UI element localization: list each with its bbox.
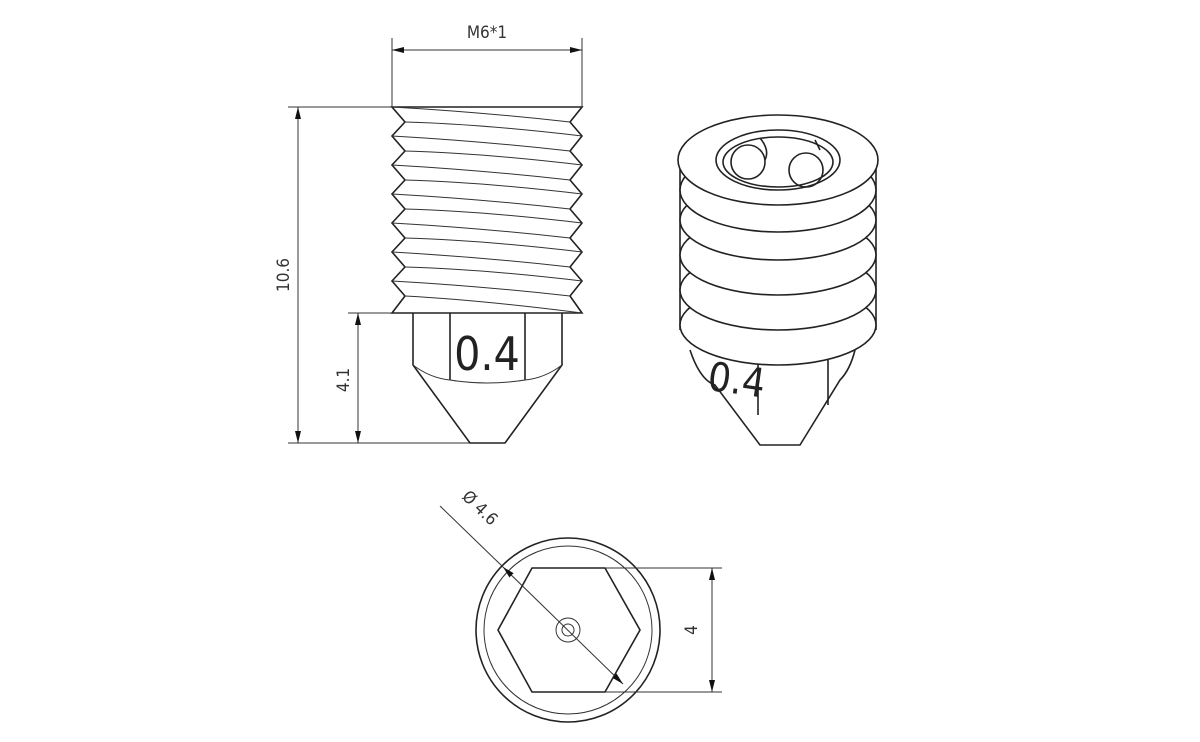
total-length-label: 10.6 bbox=[274, 258, 294, 292]
thread-body bbox=[390, 106, 584, 314]
thread-width-dimension: M6*1 bbox=[391, 23, 583, 107]
hex-and-cone: 0.4 bbox=[412, 313, 563, 444]
bottom-view: 4 Ø 4.6 bbox=[439, 487, 722, 723]
diameter-dimension: Ø 4.6 bbox=[439, 487, 624, 685]
diameter-label: Ø 4.6 bbox=[458, 487, 502, 530]
hex-flat-dimension: 4 bbox=[605, 567, 722, 693]
hex-length-label: 4.1 bbox=[334, 368, 354, 392]
hex-length-dimension: 4.1 bbox=[334, 312, 392, 443]
nozzle-size-marking-iso: 0.4 bbox=[705, 354, 768, 408]
front-view: M6*1 10.6 4.1 bbox=[274, 23, 584, 444]
hex-flat-label: 4 bbox=[682, 625, 702, 635]
total-length-dimension: 10.6 bbox=[274, 106, 470, 444]
thread-label: M6*1 bbox=[467, 23, 507, 43]
isometric-view: 0.4 bbox=[677, 114, 879, 446]
nozzle-size-marking: 0.4 bbox=[454, 327, 520, 381]
